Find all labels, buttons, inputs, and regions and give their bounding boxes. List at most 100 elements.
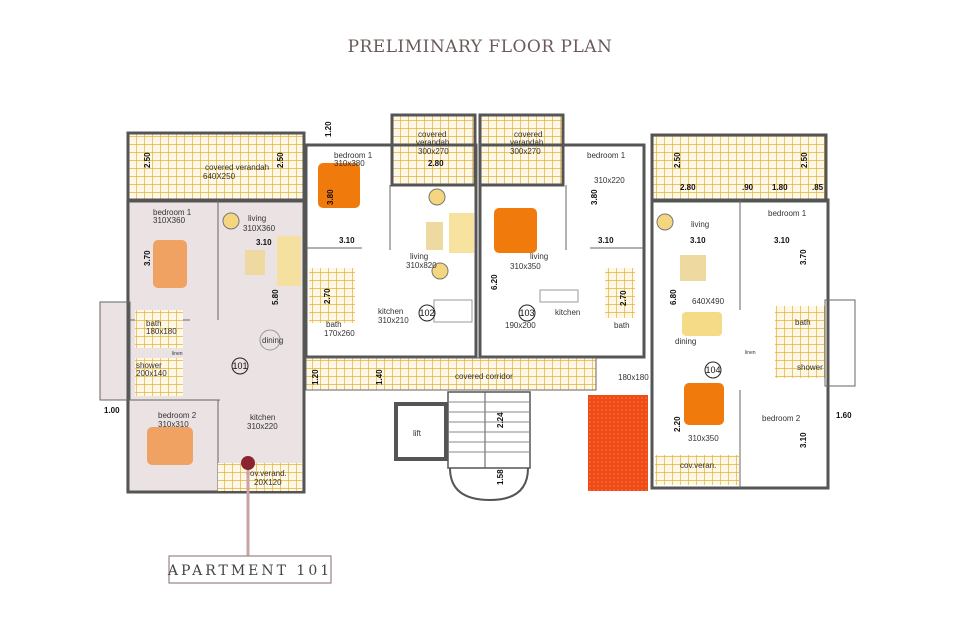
sofa-icon [449, 213, 474, 253]
bed-icon [684, 383, 724, 425]
apt103-verandah [480, 115, 563, 185]
apartment-101[interactable]: 101 covered verandah 640X250 bedroom 1 3… [99, 131, 306, 494]
room-label: cov.verand. [246, 469, 287, 478]
dimension: 2.20 [673, 416, 682, 432]
dimension: 3.10 [774, 236, 790, 245]
dimension: 1.00 [104, 406, 120, 415]
apartment-104[interactable]: 104 bedroom 1 living 640X490 dining bath… [650, 133, 856, 490]
apt-number-circle [518, 304, 536, 322]
room-label: bath [146, 319, 162, 328]
covered-corridor [306, 358, 596, 390]
sofa-icon [682, 312, 722, 336]
room-label: bedroom 2 [158, 411, 197, 420]
apt102-bath-tiles [309, 268, 355, 323]
dimension: 5.80 [271, 289, 280, 305]
room-label: kitchen [555, 308, 580, 317]
room-size: 310X360 [243, 224, 276, 233]
room-size: 310x350 [688, 434, 719, 443]
staircase [447, 391, 531, 502]
room-label: bedroom 1 [153, 208, 192, 217]
room-size: 310x220 [247, 422, 278, 431]
armchair-icon [428, 188, 446, 206]
callout-box [168, 555, 332, 584]
room-label: bath [795, 318, 811, 327]
room-label: kitchen [378, 307, 403, 316]
room-size: 310x820 [406, 261, 437, 270]
apartment-102[interactable]: 102 covered verandah 300x270 bedroom 1 3… [304, 113, 478, 359]
table-icon [426, 222, 443, 250]
apt104-verandah [652, 135, 826, 201]
dimension: 2.70 [619, 290, 628, 306]
room-size: 310x210 [378, 316, 409, 325]
room-label: living [530, 252, 548, 261]
room-label: linen [172, 351, 183, 357]
dimension: 3.80 [326, 189, 335, 205]
room-label: shower [136, 361, 162, 370]
room-label: linen [745, 350, 756, 356]
room-label: living [248, 214, 266, 223]
armchair-icon [656, 213, 674, 231]
room-size: 300x270 [418, 147, 449, 156]
lift-label: lift [413, 429, 422, 438]
apt101-verandah [128, 133, 304, 201]
dimension: 6.80 [669, 289, 678, 305]
dimension: 2.80 [680, 183, 696, 192]
apt101-bath-wing [100, 302, 130, 400]
apt101-number: 101 [232, 361, 247, 371]
room-label: living [691, 220, 709, 229]
dimension: 2.50 [800, 152, 809, 168]
dimension: 1.20 [311, 369, 320, 385]
room-label: shower [797, 363, 823, 372]
room-size: 190x200 [505, 321, 536, 330]
apt104-bath-tiles [775, 306, 825, 378]
dimension: 2.24 [496, 412, 505, 428]
dimension: 2.70 [323, 288, 332, 304]
bed-icon [147, 427, 193, 465]
room-label: covered [418, 130, 446, 139]
dimension: 3.70 [143, 250, 152, 266]
lift [394, 402, 448, 461]
apartment-103[interactable]: 103 covered verandah 300x270 bedroom 1 3… [478, 113, 649, 382]
apt102-number: 102 [419, 308, 434, 318]
dimension: 2.50 [143, 152, 152, 168]
dimension: 3.10 [339, 236, 355, 245]
dimension: 1.58 [496, 469, 505, 485]
dimension: 6.20 [490, 274, 499, 290]
armchair-icon [431, 262, 449, 280]
room-label: bedroom 1 [768, 209, 807, 218]
apt104-number: 104 [705, 365, 720, 375]
dining-table-icon [433, 299, 473, 323]
room-size: 310x310 [158, 420, 189, 429]
dimension: 2.50 [673, 152, 682, 168]
location-marker-icon [241, 456, 255, 470]
bed-icon [153, 240, 187, 288]
dimension: 3.10 [256, 238, 272, 247]
table-icon [680, 255, 706, 281]
room-label: bedroom 2 [762, 414, 801, 423]
dimension: 2.80 [428, 159, 444, 168]
dining-table-icon [259, 329, 281, 351]
apt103-number: 103 [519, 308, 534, 318]
dimension: 3.80 [590, 189, 599, 205]
dimension: 1.80 [772, 183, 788, 192]
room-size: 640X250 [203, 172, 236, 181]
apartment-101-callout[interactable]: APARTMENT 101 [167, 456, 332, 584]
dimension: 1.40 [375, 369, 384, 385]
room-size: 200x140 [136, 369, 167, 378]
dimension: 3.10 [598, 236, 614, 245]
sofa-icon [277, 236, 301, 286]
dimension: 1.60 [836, 411, 852, 420]
room-size: 180x180 [618, 373, 649, 382]
room-label: dining [675, 337, 696, 346]
room-label: living [410, 252, 428, 261]
room-size: 300x270 [510, 147, 541, 156]
room-label: covered [514, 130, 542, 139]
dimension: 3.10 [690, 236, 706, 245]
callout-label: APARTMENT 101 [167, 563, 332, 579]
dimension: .90 [742, 183, 754, 192]
page-title: PRELIMINARY FLOOR PLAN [348, 37, 613, 57]
room-label: kitchen [250, 413, 275, 422]
dimension: 3.10 [799, 432, 808, 448]
room-label: cov.veran. [680, 461, 716, 470]
